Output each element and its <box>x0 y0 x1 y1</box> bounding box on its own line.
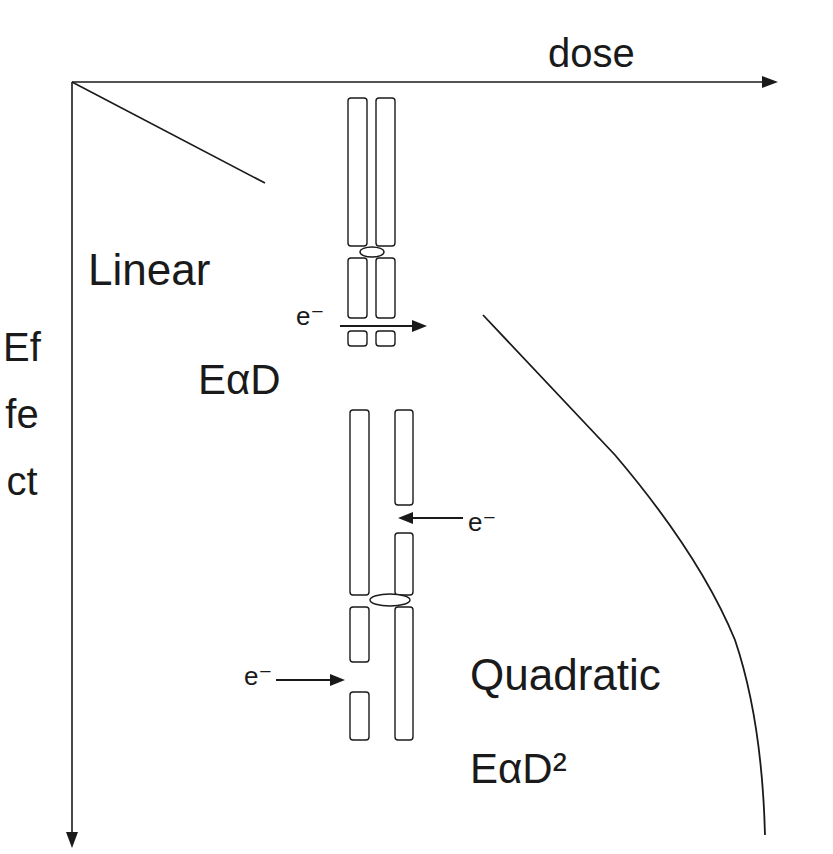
electron-arrowhead <box>412 320 427 332</box>
chromatid <box>350 410 369 595</box>
electron-track <box>276 679 333 681</box>
electron-label: e⁻ <box>244 662 272 692</box>
chromatid <box>350 607 369 662</box>
chromatid <box>376 258 395 318</box>
linear-curve <box>72 82 265 183</box>
centromere <box>370 594 410 606</box>
centromere <box>360 247 384 257</box>
formula-label: EαD <box>198 356 281 404</box>
electron-label: e⁻ <box>468 508 496 538</box>
chromatid-fragment <box>376 331 395 346</box>
chromatid <box>348 98 367 246</box>
chromatid <box>376 98 395 246</box>
chromatid <box>348 258 367 318</box>
chromatid-fragment <box>350 692 369 740</box>
chromatid <box>395 533 413 595</box>
electron-track <box>410 517 463 519</box>
axis-label: Effect <box>2 314 42 515</box>
electron-label: e⁻ <box>296 302 324 332</box>
model-label: Quadratic <box>470 650 661 701</box>
effect-axis <box>71 82 73 838</box>
chromatid <box>395 607 413 740</box>
electron-arrowhead <box>330 674 345 686</box>
electron-arrowhead <box>398 512 413 524</box>
chromosome-double-break <box>350 410 413 740</box>
axis-arrowhead <box>762 76 778 88</box>
chromosome-single-break <box>348 98 395 346</box>
axis-label: dose <box>548 30 635 76</box>
chromatid <box>395 410 413 505</box>
axes <box>72 82 768 838</box>
dose-axis <box>72 81 768 83</box>
axis-arrowhead <box>66 832 78 848</box>
model-label: Linear <box>88 245 210 296</box>
chromatid-fragment <box>348 331 367 346</box>
formula-label: EαD² <box>470 745 567 793</box>
electron-track <box>340 325 415 327</box>
